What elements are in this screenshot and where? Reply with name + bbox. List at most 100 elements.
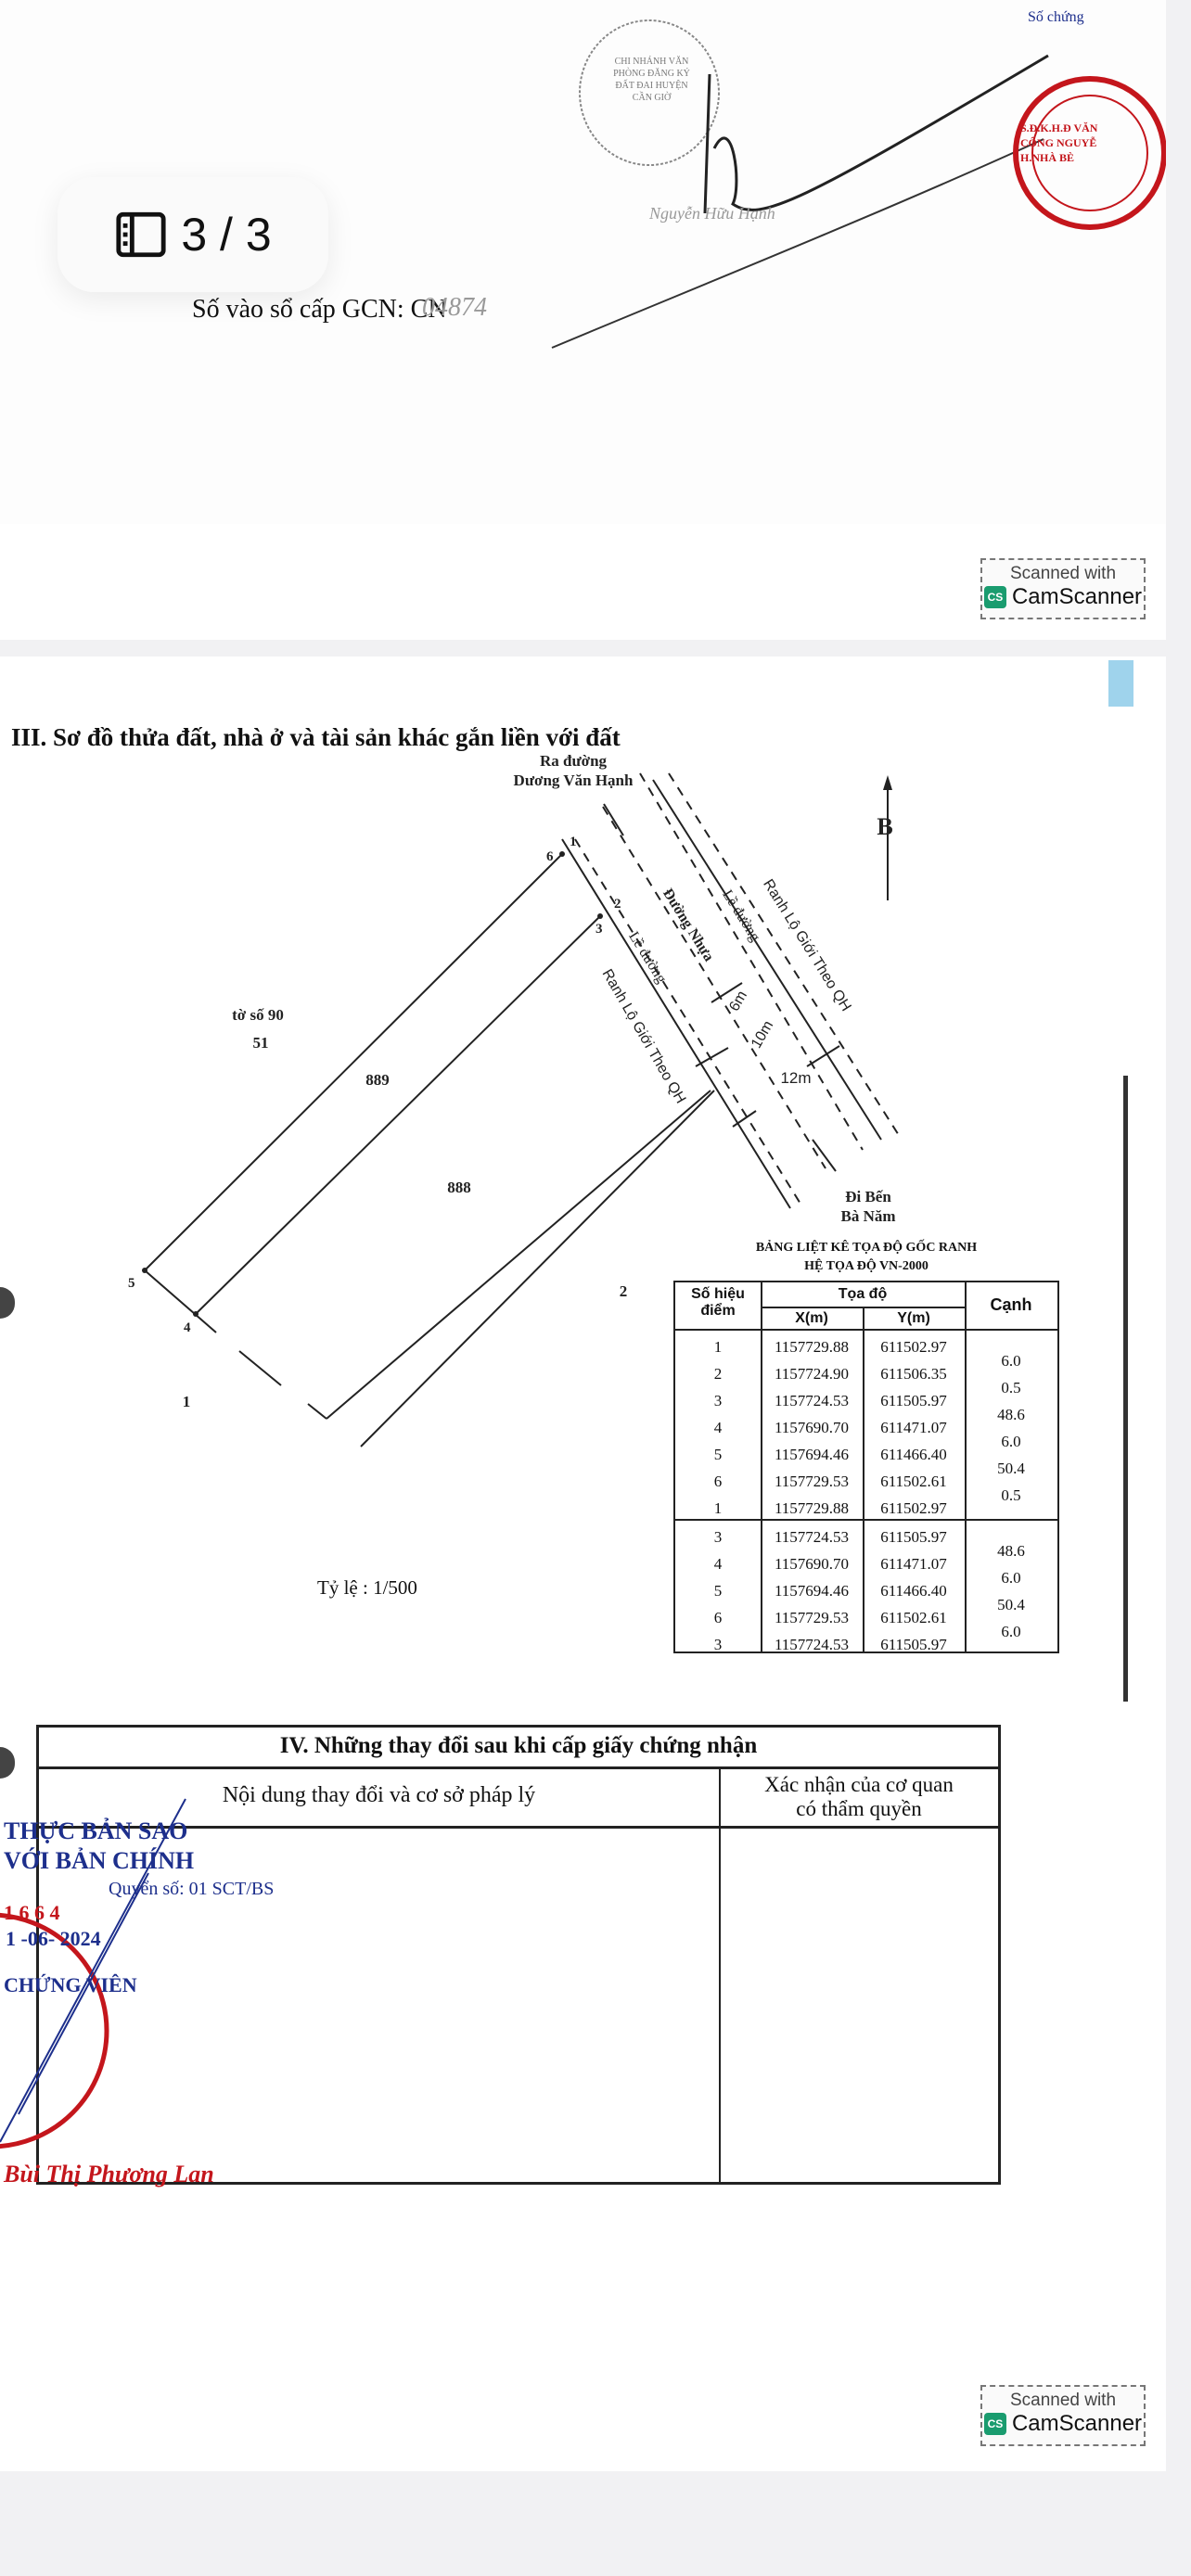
camscanner-line2: CamScanner: [1011, 584, 1143, 609]
coord-cell-x: 1157724.53: [774, 1392, 850, 1409]
parcel-label: 1: [183, 1393, 191, 1410]
dimension-tick: [806, 1045, 840, 1067]
lot-line: [238, 1350, 282, 1386]
point-label: 5: [128, 1276, 135, 1291]
page-edge-line: [1123, 1076, 1128, 1702]
document-page-2: [0, 657, 1166, 2471]
coord-cell-x: 1157690.70: [774, 1419, 850, 1436]
parcel-label: 51: [253, 1034, 269, 1052]
document-page-1: CHI NHÁNH VĂN PHÒNG ĐĂNG KÝ ĐẤT ĐAI HUYỆ…: [0, 0, 1166, 640]
office-stamp: [579, 19, 720, 166]
coord-cell-x: 1157729.88: [774, 1338, 850, 1356]
road-dashed-line: [602, 806, 826, 1169]
coord-cell-edge: 6.0: [1001, 1568, 1021, 1587]
asphalt-road-label: Đường Nhựa: [660, 886, 717, 963]
coord-cell-p: 6: [713, 1473, 723, 1490]
north-arrowhead-icon: [883, 775, 892, 790]
dimension-label: 12m: [780, 1069, 811, 1087]
coord-cell-y: 611502.61: [880, 1609, 947, 1626]
coord-cell-x: 1157724.53: [774, 1636, 850, 1653]
coord-cell-edge: 6.0: [1001, 1432, 1021, 1450]
panel-icon: [116, 211, 166, 258]
header-coord: Tọa độ: [838, 1286, 888, 1302]
signature-stamp-graphics: [551, 19, 1166, 349]
point-marker: [142, 1268, 147, 1273]
coord-table-subtitle: HỆ TỌA ĐỘ VN-2000: [804, 1259, 928, 1273]
coord-cell-edge: 50.4: [997, 1595, 1025, 1613]
coord-cell-p: 3: [713, 1528, 723, 1546]
lot-line: [360, 1090, 715, 1447]
notary-strike-lines: [0, 1798, 186, 2143]
parcel-label: 888: [447, 1179, 471, 1196]
coord-cell-p: 4: [713, 1419, 723, 1436]
notary-role: CHỨNG VIÊN: [4, 1973, 137, 1996]
camscanner-line1: Scanned with: [1009, 2391, 1117, 2410]
point-label: 4: [184, 1320, 191, 1335]
lot-line: [326, 1090, 711, 1420]
col2-line2: có thẩm quyền: [796, 1797, 922, 1820]
notary-signature: Bùi Thị Phương Lan: [4, 2161, 214, 2187]
coord-cell-y: 611505.97: [880, 1528, 947, 1546]
sidewalk-right-label: Lề đường: [719, 887, 762, 945]
dimension-tick: [695, 1047, 729, 1067]
coord-cell-x: 1157724.53: [774, 1528, 850, 1546]
header-edge: Cạnh: [990, 1295, 1032, 1314]
coord-cell-edge: 0.5: [1001, 1486, 1021, 1504]
camscanner-logo-icon: CS: [983, 2413, 1006, 2435]
point-label: 3: [596, 922, 603, 937]
registry-number: 04874: [422, 293, 487, 322]
scanned-image-page-1: CHI NHÁNH VĂN PHÒNG ĐĂNG KÝ ĐẤT ĐAI HUYỆ…: [0, 0, 1166, 524]
coord-cell-edge: 6.0: [1001, 1622, 1021, 1640]
point-marker: [193, 1311, 198, 1317]
header-x: X(m): [795, 1310, 828, 1326]
registry-label: Số vào sổ cấp GCN: CN: [192, 295, 447, 324]
coord-cell-edge: 50.4: [997, 1459, 1025, 1477]
coord-cell-edge: 48.6: [997, 1541, 1025, 1560]
camscanner-logo-icon: CS: [983, 586, 1006, 608]
coord-cell-y: 611502.61: [880, 1473, 947, 1490]
page-indicator-text: 3 / 3: [181, 209, 272, 261]
point-label: 6: [546, 849, 554, 864]
red-seal-inner: [1031, 95, 1148, 211]
coord-cell-x: 1157729.53: [774, 1609, 850, 1626]
sheet-label: tờ số 90: [232, 1006, 284, 1024]
coord-cell-edge: 0.5: [1001, 1378, 1021, 1396]
section4-title: IV. Những thay đổi sau khi cấp giấy chứn…: [279, 1733, 758, 1758]
coord-cell-x: 1157724.90: [774, 1365, 850, 1383]
coord-cell-y: 611466.40: [880, 1582, 947, 1600]
page-indicator[interactable]: 3 / 3: [58, 177, 328, 292]
corner-flag: [1108, 660, 1133, 707]
col2-line1: Xác nhận của cơ quan: [764, 1773, 954, 1796]
parcel-label: 2: [620, 1282, 628, 1300]
coord-cell-p: 5: [713, 1446, 723, 1463]
binder-hole: [0, 1747, 15, 1779]
camscanner-line2: CamScanner: [1011, 2411, 1143, 2436]
notary-line1: THỰC BẢN SAO: [4, 1817, 188, 1844]
coord-cell-x: 1157729.88: [774, 1499, 850, 1517]
road-boundary-left-label: Ranh Lộ Giới Theo QH: [599, 966, 689, 1106]
coord-cell-p: 2: [713, 1365, 723, 1383]
scale-label: Tỷ lệ : 1/500: [317, 1576, 417, 1599]
point-marker: [559, 851, 565, 857]
signer-name: Nguyễn Hữu Hạnh: [649, 204, 775, 223]
coord-cell-x: 1157694.46: [774, 1446, 850, 1463]
coord-cell-p: 3: [713, 1636, 723, 1653]
coord-cell-y: 611471.07: [880, 1555, 947, 1573]
coord-cell-y: 611502.97: [880, 1338, 947, 1356]
coord-cell-p: 1: [713, 1499, 723, 1517]
header-point: Số hiệu điểm: [691, 1286, 745, 1319]
signature-stroke: [703, 54, 1049, 214]
top-right-text: Số chứng: [1028, 9, 1084, 25]
dimension-tick: [732, 1110, 757, 1128]
red-seal-text: S.Đ.K.H.Đ VĂN CÔNG NGUYỄ H.NHÀ BÈ: [1020, 121, 1098, 164]
coord-cell-y: 611471.07: [880, 1419, 947, 1436]
changes-table: IV. Những thay đổi sau khi cấp giấy chứn…: [36, 1725, 1001, 2185]
parcel-label: 889: [365, 1071, 390, 1089]
coord-cell-x: 1157729.53: [774, 1473, 850, 1490]
notary-date: 1 -06- 2024: [6, 1927, 101, 1950]
